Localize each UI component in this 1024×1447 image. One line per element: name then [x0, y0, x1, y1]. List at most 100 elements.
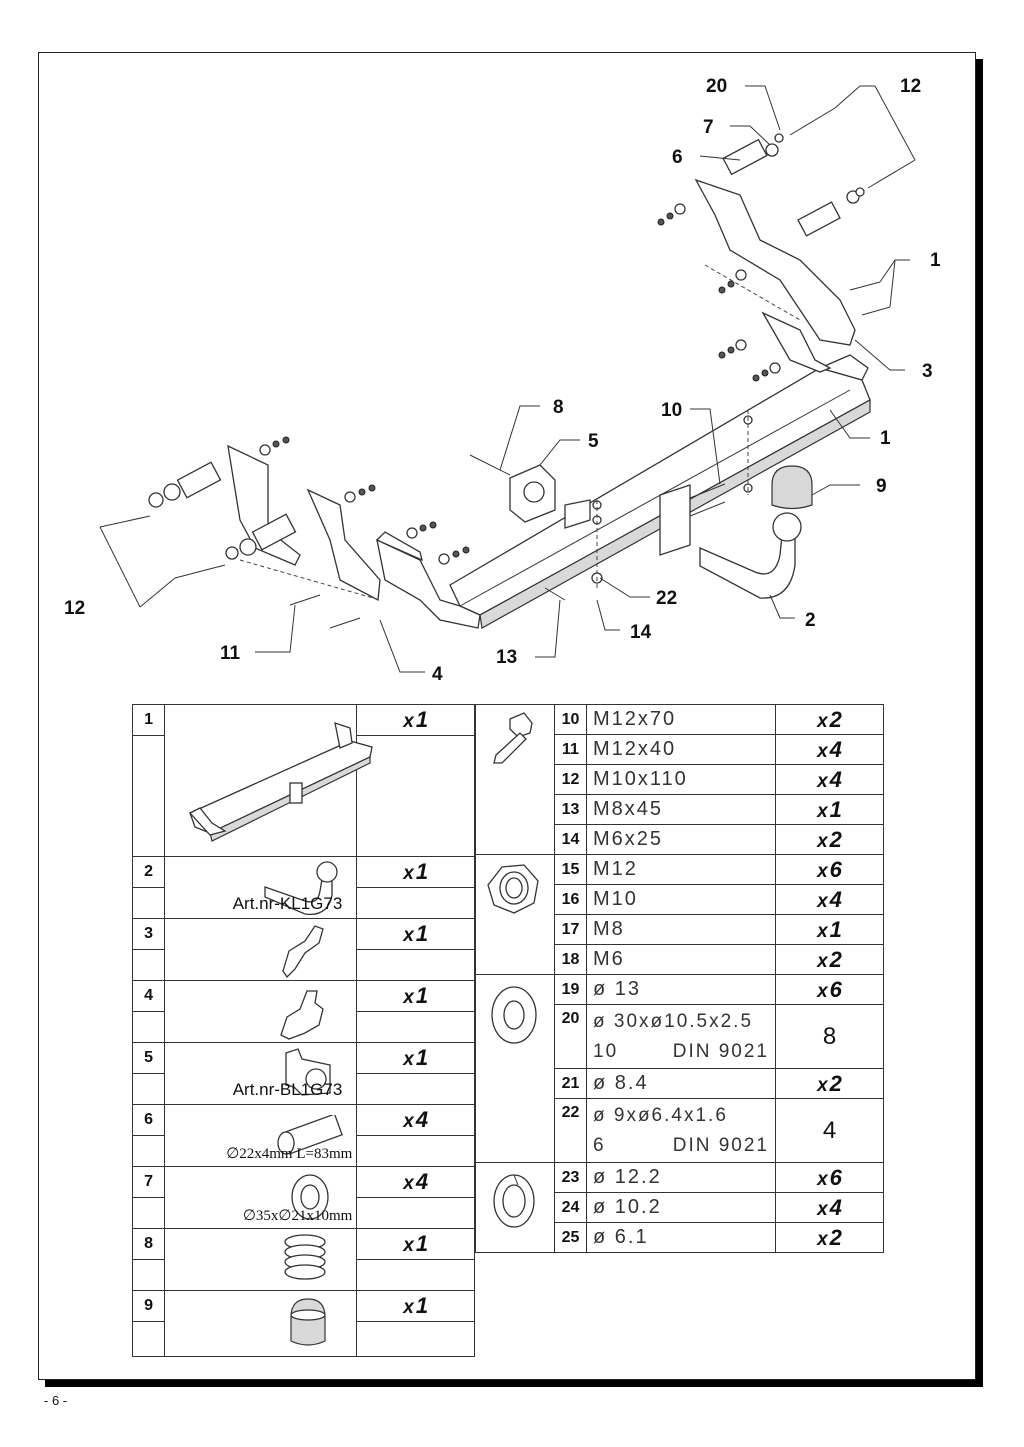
part-20-qty: 8: [775, 1004, 884, 1069]
part-number: 10: [554, 704, 587, 735]
part-number: 8: [131, 1228, 166, 1260]
callout-14: 14: [630, 622, 652, 643]
part-15-spec: M12: [586, 854, 776, 885]
part-5-qty: x1: [356, 1042, 475, 1074]
callout-22: 22: [656, 588, 677, 609]
left-side-plates: [227, 444, 381, 602]
part-18-spec: M6: [586, 944, 776, 975]
spring-washer-icon: [493, 1174, 535, 1228]
spring-icon: [284, 1234, 326, 1280]
right-side-plates: [694, 178, 856, 373]
part-number: 7: [131, 1166, 166, 1198]
part-number: 3: [131, 918, 166, 950]
part-7-picture: ∅35x∅21x10mm: [164, 1166, 358, 1229]
part-number: 2: [131, 856, 166, 888]
part-24-spec: ø 10.2: [586, 1192, 776, 1223]
part-11-spec: M12x40: [586, 734, 776, 765]
part-8-qty: x1: [356, 1228, 475, 1260]
part-7-dimensions: ∅35x∅21x10mm: [242, 1208, 353, 1224]
part-number: 20: [554, 1004, 587, 1069]
part-number: 9: [131, 1290, 166, 1322]
callout-11-left: 11: [220, 643, 241, 664]
part-4-picture: [164, 980, 358, 1043]
socket-plate-icon: [285, 1048, 331, 1096]
part-number: 17: [554, 914, 587, 945]
bracket-icon: [280, 990, 324, 1040]
part-25-qty: x2: [775, 1222, 884, 1253]
part-number: 22: [554, 1098, 587, 1163]
part-number: 14: [554, 824, 587, 855]
part-1-picture: [164, 704, 373, 857]
part-1-qty: x1: [356, 704, 475, 736]
part-17-qty: x1: [775, 914, 884, 945]
callout-13: 13: [496, 647, 517, 668]
part-12-qty: x4: [775, 764, 884, 795]
ball-cap-part-9: [771, 465, 813, 510]
part-number: 6: [131, 1104, 166, 1136]
socket-plate-part-5: [469, 454, 556, 523]
part-number: 1: [131, 704, 166, 736]
callout-8: 8: [553, 397, 564, 418]
part-21-qty: x2: [775, 1068, 884, 1099]
ring-icon: [291, 1174, 329, 1220]
spring-washer-picture: [475, 1162, 555, 1253]
part-20-spec-line2a: 10: [593, 1040, 619, 1062]
center-bracket: [564, 484, 691, 556]
part-10-qty: x2: [775, 704, 884, 735]
part-22-qty: 4: [775, 1098, 884, 1163]
part-number: 11: [554, 734, 587, 765]
callout-7: 7: [703, 117, 714, 138]
part-25-spec: ø 6.1: [586, 1222, 776, 1253]
side-plate-icon: [282, 925, 324, 979]
part-2-picture: Art.nr-KL1G73: [164, 856, 358, 919]
part-6-qty: x4: [356, 1104, 475, 1136]
callout-12-left: 12: [64, 598, 85, 619]
part-number: 5: [131, 1042, 166, 1074]
callout-11-right: 11: [930, 250, 940, 271]
callout-9: 9: [876, 476, 887, 497]
part-4-qty: x1: [356, 980, 475, 1012]
ball-cap-icon: [290, 1298, 326, 1346]
callout-12-top: 12: [900, 76, 921, 97]
spacer-tube-icon: [277, 1115, 344, 1155]
part-number: 21: [554, 1068, 587, 1099]
part-10-spec: M12x70: [586, 704, 776, 735]
cross-beam-icon: [189, 722, 373, 842]
part-22-spec-line2b: DIN 9021: [672, 1134, 769, 1156]
nut-picture: [475, 854, 555, 975]
part-5-article-number: Art.nr-BL1G73: [232, 1080, 343, 1099]
callout-20: 20: [706, 76, 727, 97]
part-number: 13: [554, 794, 587, 825]
part-number: 23: [554, 1162, 587, 1193]
bolts: [99, 107, 916, 629]
part-7-qty: x4: [356, 1166, 475, 1198]
part-2-article-number: Art.nr-KL1G73: [232, 894, 343, 913]
part-17-spec: M8: [586, 914, 776, 945]
part-13-qty: x1: [775, 794, 884, 825]
leader-lines: [99, 85, 916, 673]
part-15-qty: x6: [775, 854, 884, 885]
callout-10: 10: [661, 400, 682, 421]
part-6-dimensions: ∅22x4mm L=83mm: [226, 1146, 353, 1162]
part-21-spec: ø 8.4: [586, 1068, 776, 1099]
part-22-spec-line1: ø 9xø6.4x1.6: [593, 1104, 728, 1126]
part-20-spec-line2b: DIN 9021: [672, 1040, 769, 1062]
flat-washer-icon: [491, 986, 537, 1044]
part-14-spec: M6x25: [586, 824, 776, 855]
hex-nut-icon: [487, 864, 539, 914]
part-23-spec: ø 12.2: [586, 1162, 776, 1193]
left-bracket-part-4: [375, 531, 481, 629]
part-2-qty: x1: [356, 856, 475, 888]
part-22-spec-line2a: 6: [593, 1134, 606, 1156]
part-24-qty: x4: [775, 1192, 884, 1223]
towball-part-2: [699, 512, 802, 599]
part-number: 24: [554, 1192, 587, 1223]
part-19-qty: x6: [775, 974, 884, 1005]
part-number: 4: [131, 980, 166, 1012]
callout-1: 1: [880, 428, 891, 449]
part-number: 16: [554, 884, 587, 915]
callout-5: 5: [588, 431, 599, 452]
part-14-qty: x2: [775, 824, 884, 855]
exploded-assembly-diagram: 20 12 7 6 11 3 1 8 10 5 9 12 11 4 13 22 …: [64, 76, 940, 685]
